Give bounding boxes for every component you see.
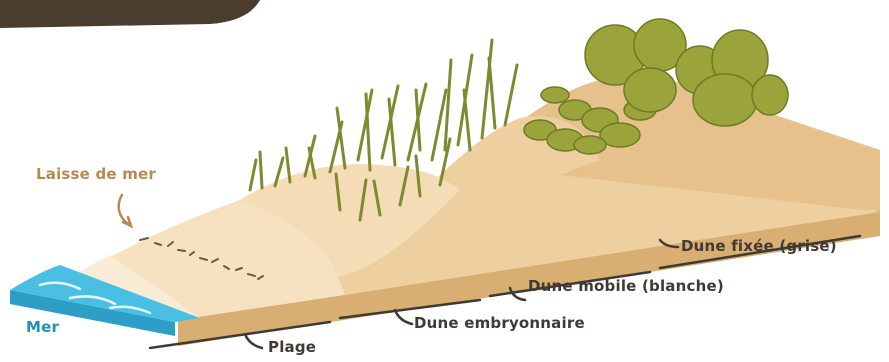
embryonnaire-tick	[395, 310, 412, 324]
label-dune-embryonnaire: Dune embryonnaire	[414, 314, 585, 332]
header-banner	[0, 0, 260, 28]
label-plage: Plage	[268, 338, 316, 356]
plage-tick	[245, 334, 262, 348]
label-dune-mobile: Dune mobile (blanche)	[528, 277, 724, 295]
label-mer: Mer	[26, 318, 59, 336]
label-dune-fixee: Dune fixée (grise)	[681, 237, 837, 255]
label-laisse-de-mer: Laisse de mer	[36, 165, 156, 183]
